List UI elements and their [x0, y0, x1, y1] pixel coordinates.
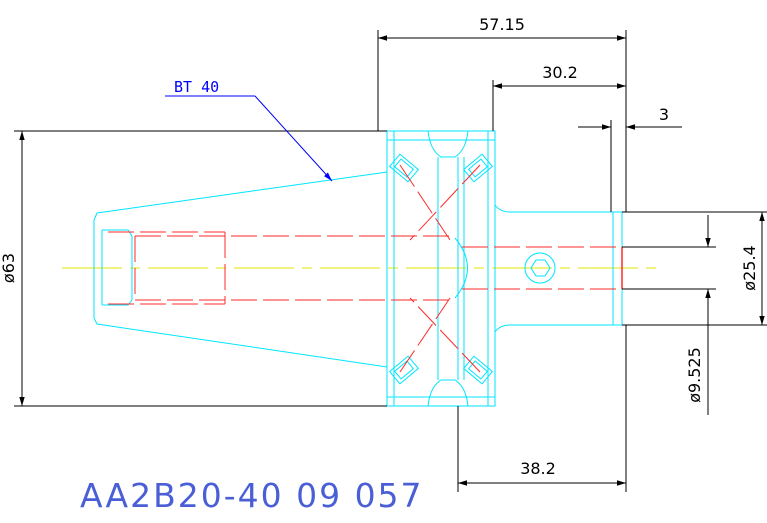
coolant-bottom-1 [399, 297, 451, 373]
coolant-bottom-2 [409, 297, 481, 373]
drive-key-groove-bottom [427, 379, 469, 407]
taper-callout: BT 40 [165, 78, 333, 182]
flange-body [386, 130, 496, 407]
taper-cone [93, 171, 388, 368]
pull-stud-recess [102, 229, 133, 306]
dim-overall-length: 57.15 [479, 15, 525, 34]
retention-knob-bottom-left [388, 355, 420, 385]
set-screw-circle [524, 252, 556, 284]
retention-knob-bottom-right [462, 355, 494, 385]
dim-shank-step: 3 [659, 105, 669, 124]
dim-gauge-length: 38.2 [520, 459, 556, 478]
retention-knob-top-left [388, 153, 420, 183]
set-screw-hex [530, 259, 551, 277]
part-number: AA2B20-40 09 057 [80, 476, 424, 515]
drive-key-groove-top [427, 130, 469, 158]
taper-callout-label: BT 40 [174, 78, 219, 96]
dim-flange-diameter: ø63 [0, 253, 18, 283]
dim-flange-to-end: 30.2 [542, 63, 578, 82]
hidden-lines [108, 164, 622, 373]
coolant-top-1 [399, 164, 451, 241]
dimension-lines [14, 30, 767, 492]
bore-nose [454, 237, 468, 299]
part-outline [93, 130, 623, 407]
coolant-top-2 [409, 164, 481, 241]
dim-bore-diameter: ø9.525 [685, 347, 704, 403]
dim-shank-diameter: ø25.4 [740, 245, 759, 290]
